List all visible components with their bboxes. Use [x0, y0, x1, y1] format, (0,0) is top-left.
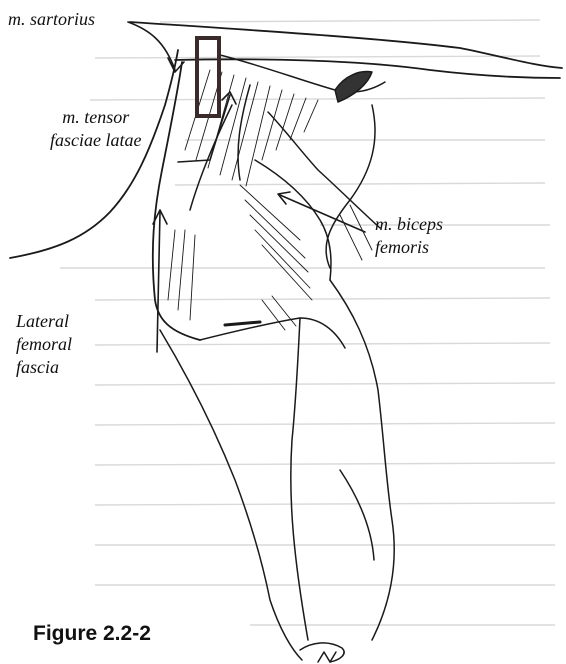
label-lateral-femoral-fascia: Lateral femoral fascia [16, 310, 72, 379]
lateral-fascia-leader [157, 212, 160, 352]
figure-caption: Figure 2.2-2 [33, 622, 151, 646]
sartorius-leader [128, 22, 175, 70]
tensor-leader [178, 95, 230, 162]
leader-lines [128, 22, 365, 352]
label-tensor-fasciae-latae: m. tensor fasciae latae [50, 106, 141, 152]
biceps-leader [280, 195, 365, 232]
label-sartorius: m. sartorius [8, 8, 95, 31]
label-biceps-femoris: m. biceps femoris [375, 213, 443, 259]
